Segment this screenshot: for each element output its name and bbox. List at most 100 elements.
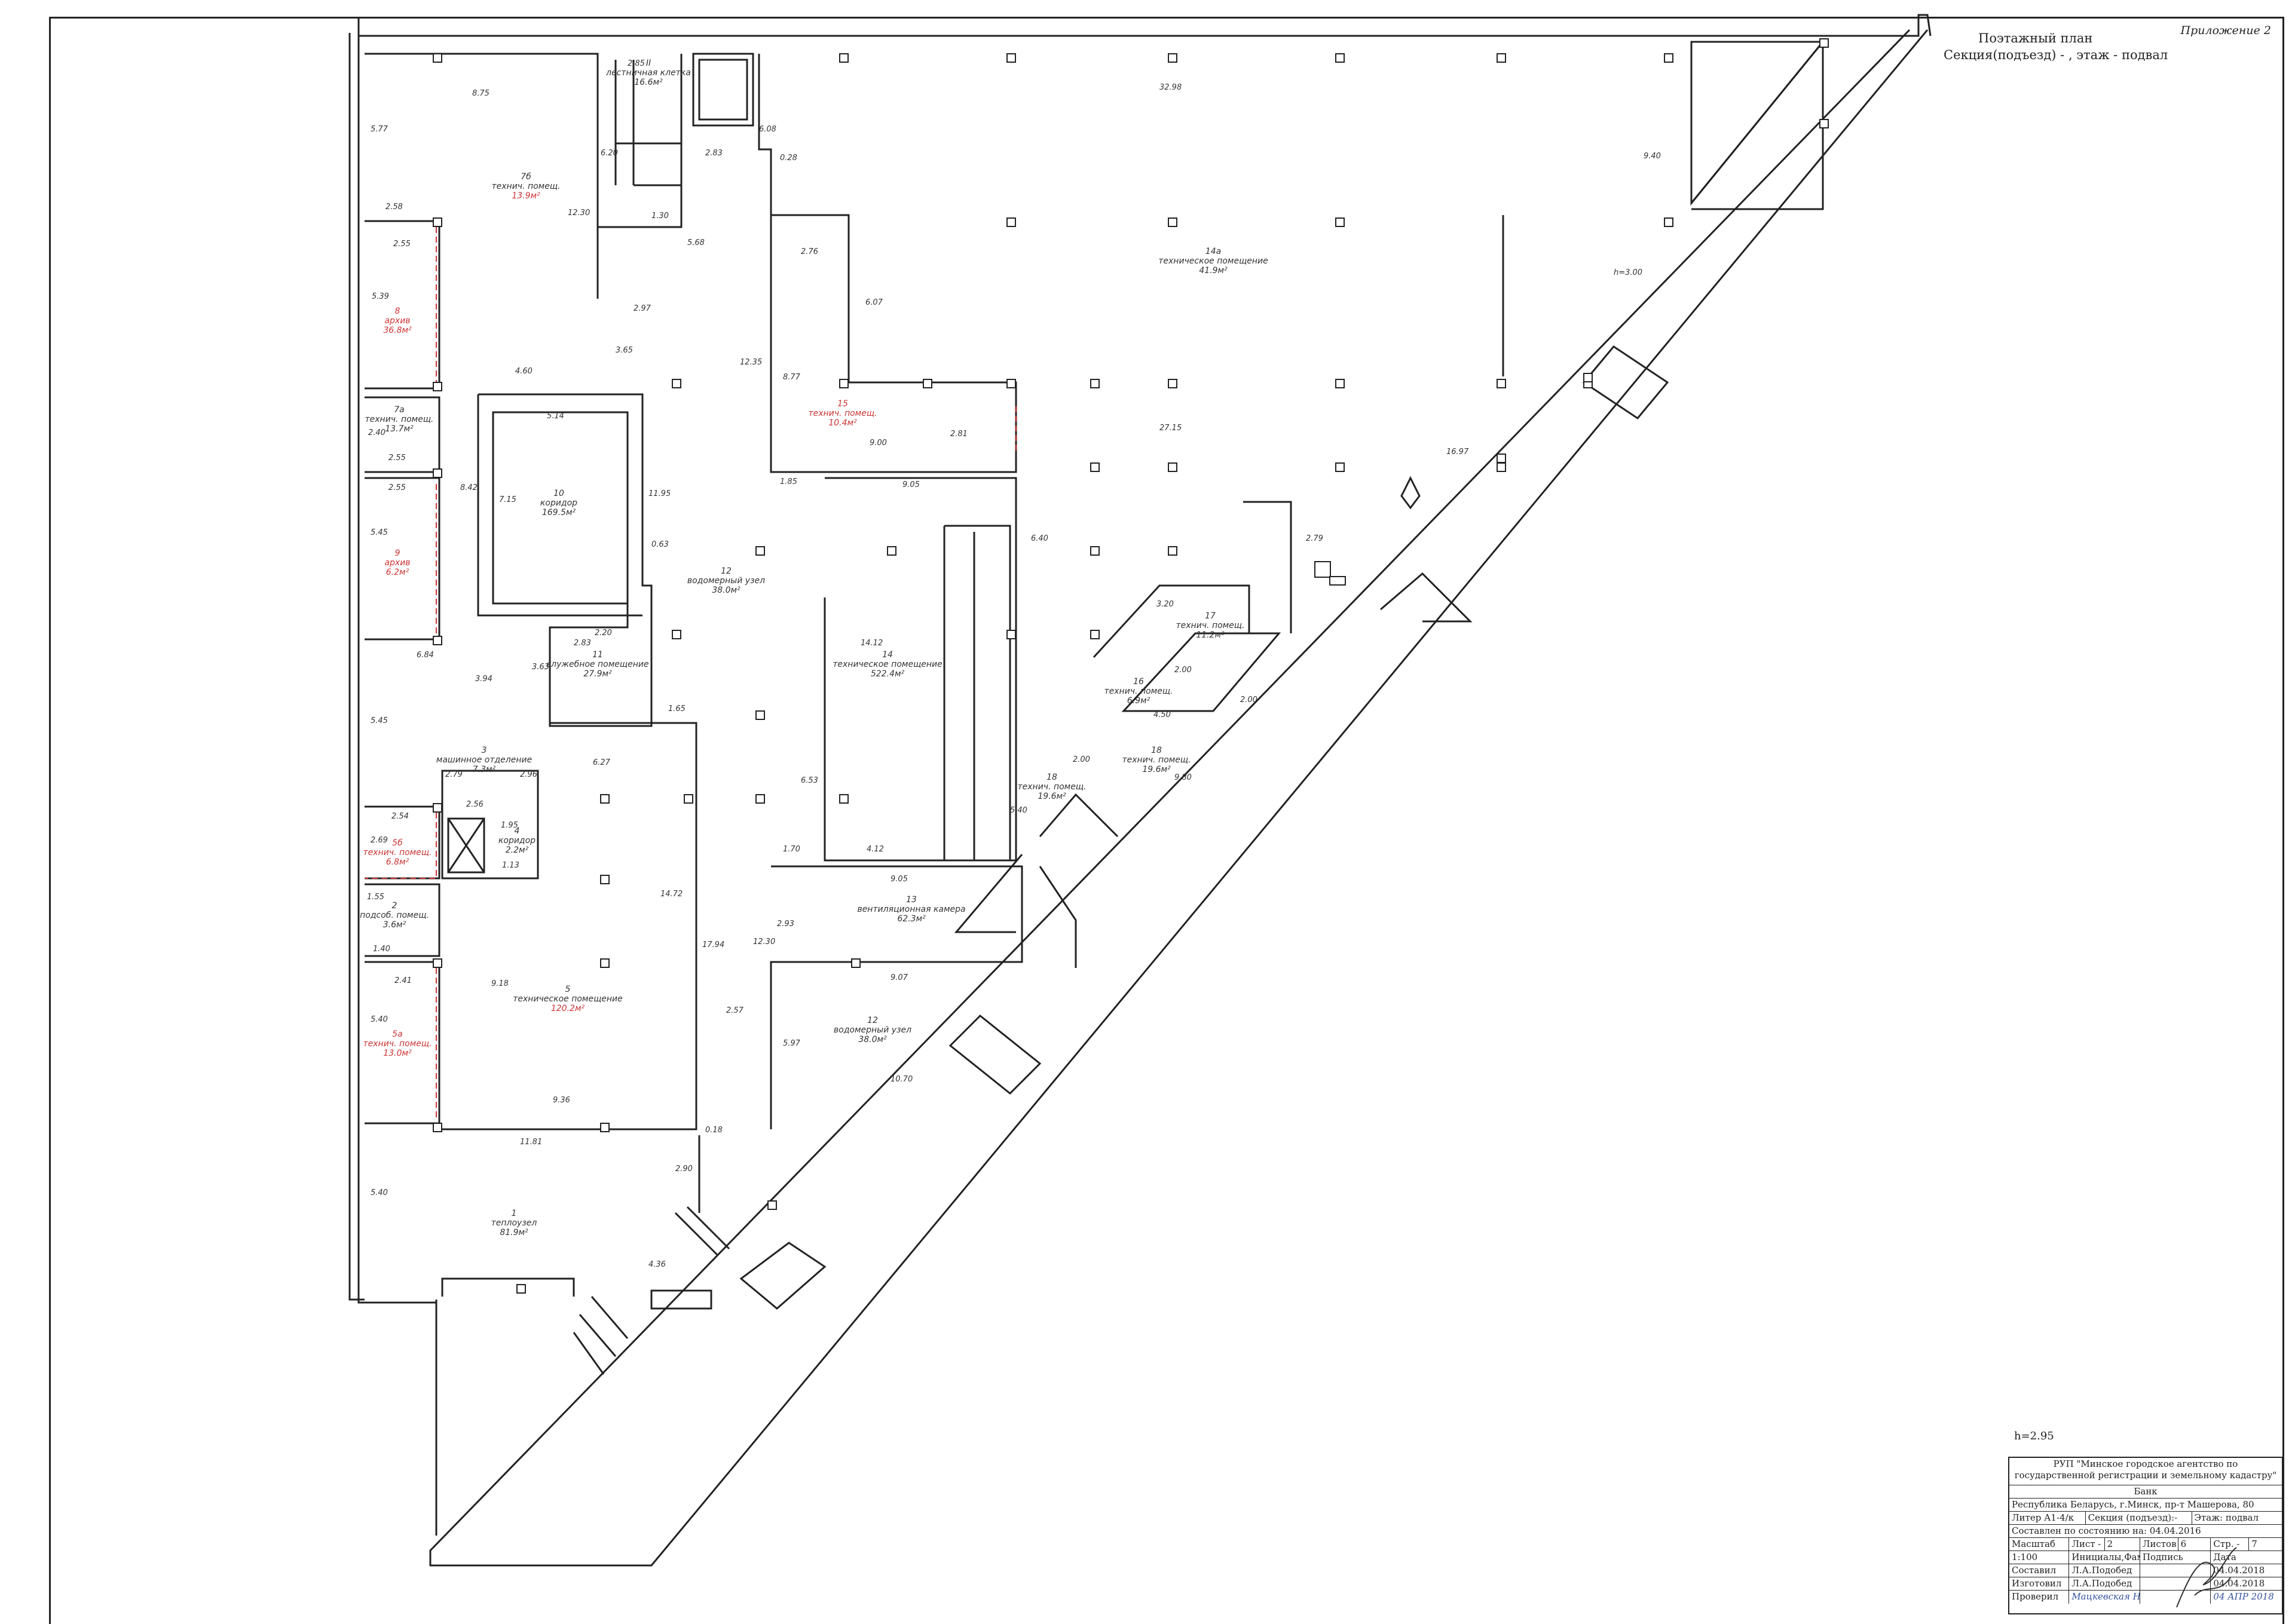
dim: 2.55: [388, 483, 406, 492]
dim: 6.53: [801, 776, 818, 785]
tb-name-made: Л.А.Подобед: [2069, 1577, 2140, 1590]
dim: 2.40: [368, 428, 385, 437]
stair-lower: [573, 1289, 712, 1375]
dim: 16.97: [1446, 448, 1469, 456]
dim: 9.00: [870, 439, 887, 448]
dim: 12.35: [740, 358, 762, 367]
dim: 2.90: [675, 1165, 693, 1173]
tb-name-compiled: Л.А.Подобед: [2069, 1564, 2140, 1577]
dim: 1.95: [501, 821, 518, 830]
tb-liter: Литер А1-4/к: [2009, 1512, 2086, 1524]
wall-room16b: [1243, 501, 1292, 633]
dim: 2.54: [391, 812, 409, 821]
wall-room15: [1039, 793, 1119, 838]
signature-scribble: [2176, 1547, 2237, 1608]
stair-flight-mid: [674, 1206, 730, 1256]
wall-room7b: [365, 477, 440, 641]
dim: 2.83: [705, 149, 723, 158]
tb-date-checked: 04 АПР 2018: [2213, 1591, 2274, 1602]
wall-top: [357, 14, 1932, 37]
dim: 5.77: [371, 125, 388, 134]
tb-sheets-value: 6: [2178, 1538, 2211, 1551]
tb-col-signature: Подпись: [2140, 1551, 2211, 1564]
wall-room1-bottom: [441, 1277, 575, 1297]
dim: 9.36: [553, 1096, 570, 1105]
tb-date-compiled: 04.04.2018: [2213, 1565, 2265, 1576]
tb-section: Секция (подъезд):-: [2086, 1512, 2192, 1524]
title-block: РУП "Минское городское агентство по госу…: [2008, 1457, 2283, 1614]
dim: 2.41: [394, 976, 412, 985]
dim: 4.36: [648, 1260, 666, 1269]
dim: 1.13: [502, 861, 519, 870]
dim: 7.15: [499, 495, 516, 504]
tb-name-checked: Мацкевская Н.Д.: [2069, 1591, 2140, 1604]
dim: 5.97: [783, 1039, 801, 1048]
dim: 2.83: [574, 639, 591, 648]
wall-room5a: [365, 961, 440, 1124]
dim: 32.98: [1159, 83, 1182, 92]
dim: 5.45: [371, 528, 388, 537]
dim: 2.76: [801, 247, 818, 256]
dim: 8.42: [460, 483, 478, 492]
dim: 0.28: [780, 154, 797, 163]
wall-room7a: [365, 220, 440, 390]
box-diag-4: [739, 1242, 827, 1310]
shaft-box: [692, 53, 754, 127]
tb-scale-label: Масштаб: [2009, 1538, 2070, 1551]
dim: 1.85: [780, 477, 797, 486]
wall-room2: [365, 883, 440, 957]
tb-sign-checked: [2140, 1591, 2211, 1604]
vent-channels: [943, 525, 1011, 860]
dim: 1.40: [373, 945, 390, 954]
tb-page-label: Стр. -: [2211, 1538, 2250, 1551]
dim: 6.20: [601, 149, 618, 158]
wall-room17: [954, 854, 1023, 933]
dim: 2.57: [726, 1006, 744, 1015]
wall-room8: [478, 393, 653, 727]
dim: 9.05: [902, 480, 920, 489]
diamond-marker: [1400, 476, 1421, 510]
dim: 2.55: [388, 454, 406, 462]
dim: 11.95: [648, 489, 671, 498]
tb-sheets-label: Листов -: [2140, 1538, 2178, 1551]
dim: 0.18: [705, 1126, 723, 1135]
tb-address: Республика Беларусь, г.Минск, пр-т Машер…: [2012, 1499, 2254, 1510]
dim: 5.40: [371, 1015, 388, 1024]
dim: 2.97: [634, 304, 651, 313]
dim: 9.40: [1644, 152, 1661, 161]
dim: 9.18: [491, 979, 509, 988]
tb-sign-made: [2140, 1577, 2211, 1590]
plan-title: Поэтажный план: [1978, 31, 2093, 45]
dim: 3.20: [1156, 600, 1174, 609]
dim: 14.12: [861, 639, 883, 648]
dim: 2.00: [1073, 755, 1090, 764]
dim: 4.12: [867, 845, 884, 854]
room14-height: h=3.00: [1614, 268, 1642, 277]
dimension-labels: 8.75 5.77 2.58 2.55 5.39 4.60 2.40 2.55 …: [367, 59, 1661, 1269]
dim: 2.00: [1174, 666, 1192, 675]
dim: 8.75: [472, 89, 489, 98]
tb-role-made: Изготовил: [2009, 1577, 2070, 1590]
dim: 2.69: [371, 836, 388, 845]
wall-diagonal: [429, 29, 1929, 1567]
wall-stair: [596, 54, 683, 228]
dim: 2.85: [628, 59, 645, 68]
dim: 1.30: [651, 212, 669, 220]
dim: 12.30: [753, 937, 775, 946]
box-diag-2: [1380, 572, 1473, 623]
wall-corr10-top: [758, 54, 772, 281]
dim: 2.93: [777, 920, 794, 929]
